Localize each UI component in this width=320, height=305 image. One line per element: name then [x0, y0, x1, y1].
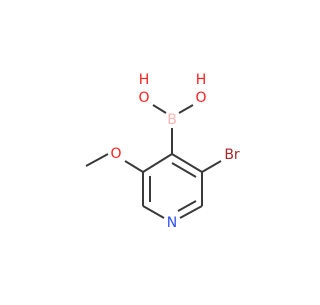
methoxy-oxygen: O [110, 146, 121, 162]
bond-c6-n [142, 205, 165, 219]
bond-c4-c3-double [171, 162, 197, 178]
molecule-canvas: H O H O B O Br N [85, 72, 240, 231]
hydroxyl-h-right: H [196, 72, 207, 88]
bond-o-ch3 [85, 153, 109, 167]
boron-atom: B [167, 112, 177, 128]
hydroxyl-h-left: H [139, 72, 150, 88]
pyridine-nitrogen: N [167, 215, 177, 231]
atom-labels: H O H O B O Br N [110, 72, 239, 231]
bond-n-c2 [179, 205, 203, 219]
bond-b-o-right [178, 104, 194, 114]
bromine-atom: Br [224, 147, 240, 163]
bond-c4-c3 [171, 153, 203, 173]
bond-c5-o [124, 160, 144, 173]
bonds [85, 104, 222, 219]
bond-c3-br [201, 160, 222, 173]
bond-n-c2-double [177, 200, 197, 212]
structure-diagram: H O H O B O Br N [85, 72, 240, 231]
hydroxyl-o-right: O [195, 90, 206, 106]
bond-b-o-left [152, 104, 167, 114]
hydroxyl-o-left: O [138, 90, 149, 106]
bond-c4-c5 [142, 153, 173, 173]
